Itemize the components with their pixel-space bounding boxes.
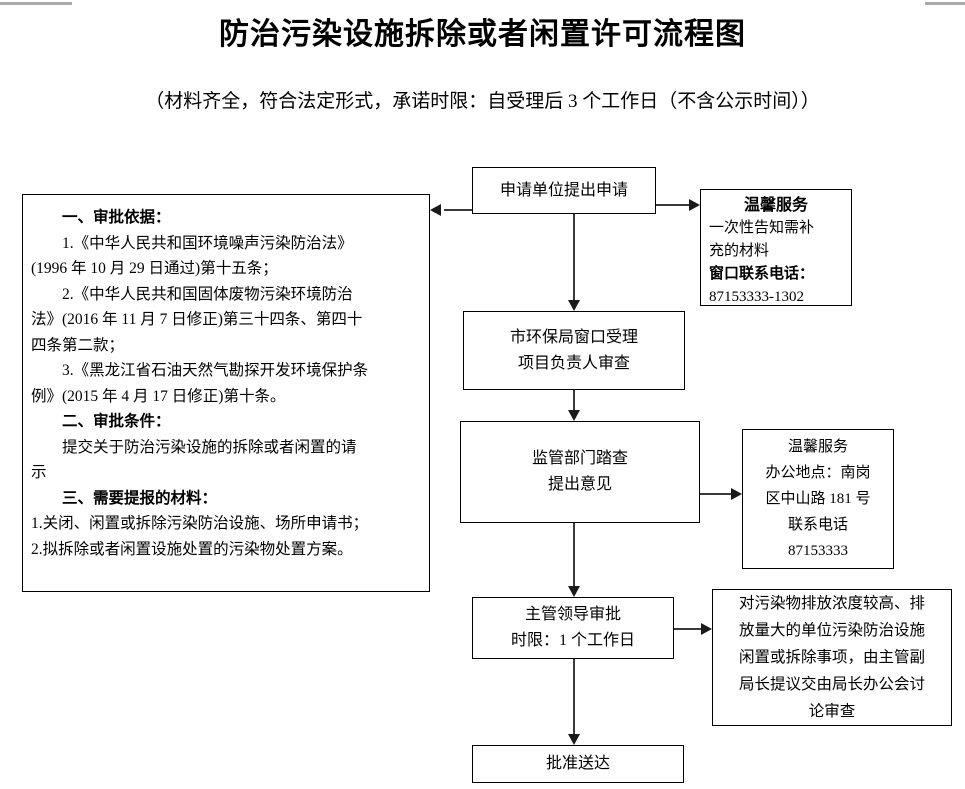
special-case-note-line-1: 对污染物排放浓度较高、排 [738, 595, 925, 612]
basis-item-1-line-1: 1.《中华人民共和国环境噪声污染防治法》 [62, 234, 353, 252]
connector-apply-to-warm-service-1 [656, 204, 689, 206]
flow-node-regulatory-inspection-line-1: 监管部门踏查 [531, 450, 628, 467]
flow-node-leader-approval-line-1: 主管领导审批 [524, 606, 621, 623]
section-heading-conditions: 二、审批条件： [62, 413, 171, 430]
section-heading-materials: 三、需要提报的材料： [62, 489, 218, 507]
flow-node-leader-approval-line-2: 时限：1 个工作日 [510, 632, 635, 649]
flow-node-approval-delivery: 批准送达 [472, 745, 684, 783]
section-heading-basis: 一、审批依据： [62, 209, 171, 226]
connector-survey-to-warm-service-2 [700, 493, 731, 495]
warm-service-2-title: 温馨服务 [787, 439, 848, 455]
flow-node-regulatory-inspection: 监管部门踏查 提出意见 [460, 421, 700, 523]
arrow-down-icon-to-survey [568, 410, 580, 421]
basis-item-2-line-1: 2.《中华人民共和国固体废物污染环境防治 [62, 285, 353, 303]
page-title: 防治污染设施拆除或者闲置许可流程图 [219, 18, 746, 51]
arrow-down-icon-to-leader [568, 586, 580, 597]
flow-node-regulatory-inspection-line-2: 提出意见 [547, 476, 612, 493]
page-margin-tick-left [0, 2, 72, 5]
arrow-down-icon-to-approve [568, 734, 580, 745]
warm-service-1-phone-label: 窗口联系电话： [709, 266, 815, 282]
warm-service-note-window-contact: 温馨服务 一次性告知需补 充的材料 窗口联系电话： 87153333-1302 [700, 189, 852, 306]
approval-requirements-panel: 一、审批依据： 1.《中华人民共和国环境噪声污染防治法》 (1996 年 10 … [22, 194, 430, 592]
flow-node-approval-delivery-label: 批准送达 [545, 755, 610, 772]
connector-survey-to-leader [573, 523, 575, 586]
warm-service-note-office-location: 温馨服务 办公地点：南岗 区中山路 181 号 联系电话 87153333 [742, 429, 894, 569]
conditions-line-2: 示 [31, 464, 47, 481]
connector-apply-to-accept [573, 214, 575, 300]
basis-item-1-line-2: (1996 年 10 月 29 日通过)第十五条； [31, 260, 278, 277]
warm-service-2-line-4: 87153333 [788, 543, 848, 559]
warm-service-2-line-1: 办公地点：南岗 [765, 465, 871, 481]
basis-item-2-line-3: 四条第二款； [31, 336, 125, 354]
connector-accept-to-survey [573, 390, 575, 410]
warm-service-2-line-3: 联系电话 [787, 517, 848, 533]
warm-service-1-phone: 87153333-1302 [709, 289, 804, 305]
flow-node-application-submission: 申请单位提出申请 [472, 167, 656, 214]
basis-item-2-line-2: 法》(2016 年 11 月 7 日修正)第三十四条、第四十 [31, 311, 363, 328]
connector-apply-to-info-panel [444, 209, 472, 211]
flow-node-window-acceptance-line-2: 项目负责人审查 [517, 354, 630, 372]
basis-item-3-line-2: 例》(2015 年 4 月 17 日修正)第十条。 [31, 387, 286, 405]
special-case-note-line-3: 闲置或拆除事项，由主管副 [738, 649, 925, 666]
flow-node-window-acceptance-line-1: 市环保局窗口受理 [509, 328, 638, 346]
special-case-note: 对污染物排放浓度较高、排 放量大的单位污染防治设施 闲置或拆除事项，由主管副 局… [712, 589, 952, 726]
flow-node-leader-approval: 主管领导审批 时限：1 个工作日 [472, 597, 674, 659]
arrow-down-icon-to-accept [568, 300, 580, 311]
warm-service-2-line-2: 区中山路 181 号 [765, 491, 871, 507]
arrow-right-icon-to-warm-service-2 [731, 488, 742, 500]
arrow-right-icon-to-special-note [701, 623, 712, 635]
flow-node-window-acceptance: 市环保局窗口受理 项目负责人审查 [463, 311, 685, 390]
basis-item-3-line-1: 3.《黑龙江省石油天然气勘探开发环境保护条 [62, 362, 369, 379]
connector-leader-to-special-note [674, 628, 701, 630]
connector-leader-to-approve [573, 659, 575, 734]
special-case-note-line-5: 论审查 [808, 703, 856, 720]
special-case-note-line-2: 放量大的单位污染防治设施 [738, 622, 925, 639]
arrow-left-icon-to-info-panel [430, 204, 441, 216]
page-subtitle: （材料齐全，符合法定形式，承诺时限：自受理后 3 个工作日（不含公示时间）） [145, 91, 820, 112]
warm-service-1-line-1: 一次性告知需补 [709, 220, 815, 236]
warm-service-1-line-2: 充的材料 [709, 243, 770, 259]
warm-service-1-title: 温馨服务 [743, 197, 808, 214]
flow-node-application-submission-label: 申请单位提出申请 [499, 181, 628, 199]
materials-item-1: 1.关闭、闲置或拆除污染防治设施、场所申请书； [31, 515, 369, 532]
materials-item-2: 2.拟拆除或者闲置设施处置的污染物处置方案。 [31, 540, 353, 558]
page-margin-tick-right [925, 2, 965, 5]
conditions-line-1: 提交关于防治污染设施的拆除或者闲置的请 [62, 438, 357, 456]
special-case-note-line-4: 局长提议交由局长办公会讨 [738, 676, 925, 693]
arrow-right-icon-to-warm-service-1 [689, 199, 700, 211]
